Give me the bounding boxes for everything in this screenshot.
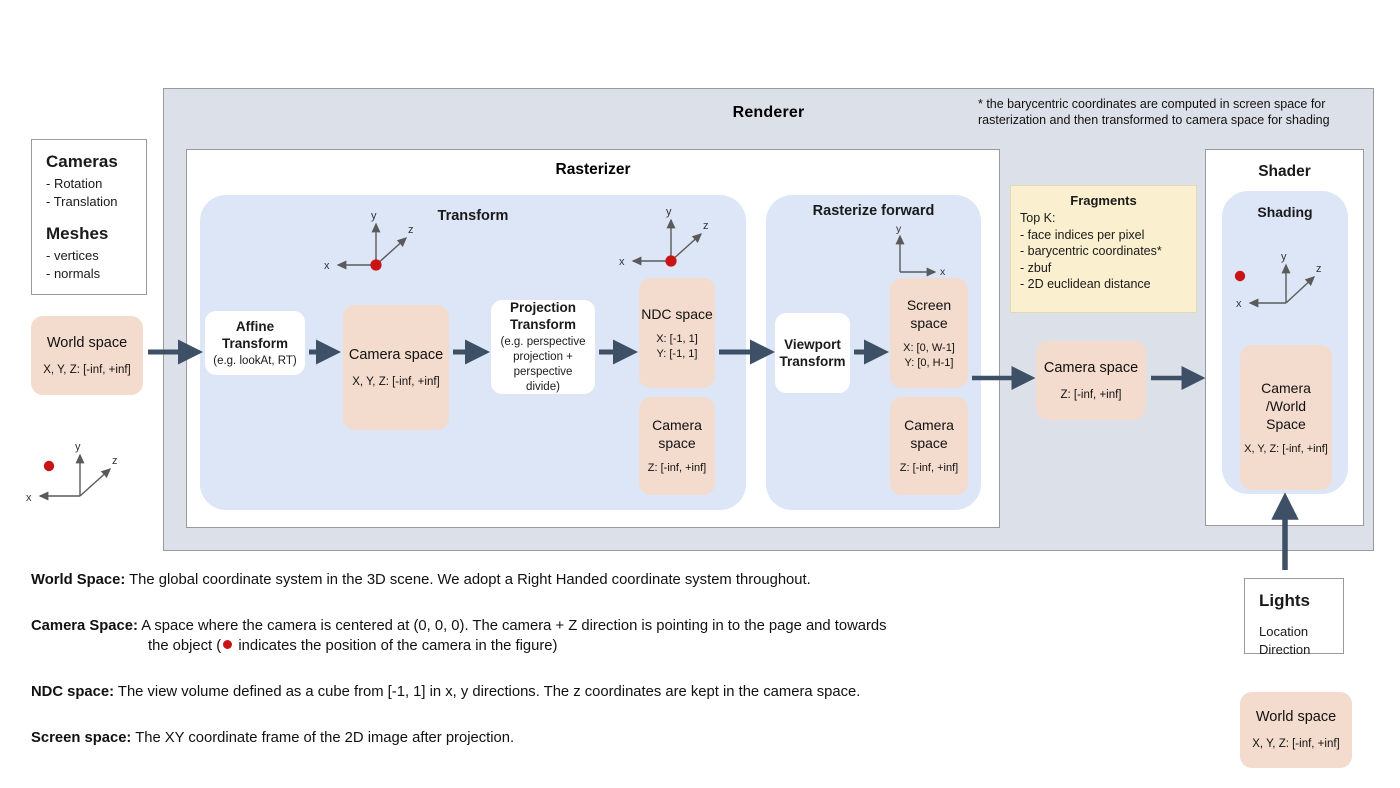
world-space-bottom-range: X, Y, Z: [-inf, +inf] [1252,738,1340,750]
svg-text:x: x [26,492,32,504]
svg-text:x: x [940,266,946,278]
ndc-space-axis-icon: y x z [619,206,709,268]
camera-world-space-title: Camera /World Space [1261,379,1311,432]
legend-text-camera: A space where the camera is centered at … [137,618,887,634]
world-space-bottom-box: World space X, Y, Z: [-inf, +inf] [1240,692,1352,768]
world-space-input-range: X, Y, Z: [-inf, +inf] [43,363,131,376]
lights-item-location: Location [1259,624,1309,639]
rasterizer-title: Rasterizer [555,161,631,178]
svg-text:x: x [324,260,330,272]
projection-transform-head: Projection Transform [509,300,577,332]
legend-camera-line2: the object ( indicates the position of t… [31,636,1171,656]
world-space-input-title: World space [46,334,128,351]
camera-space-range: X, Y, Z: [-inf, +inf] [352,375,440,388]
ndc-space-title: NDC space [641,305,713,322]
rasterize-forward-title: Rasterize forward [812,203,935,219]
screen-camera-space-range: Z: [-inf, +inf] [899,462,959,474]
ndc-space-range-y: Y: [-1, 1] [656,347,698,360]
camera-space-axis-icon: y x z [324,210,414,272]
screen-space-box: Screen space X: [0, W-1] Y: [0, H-1] [890,278,968,388]
cameras-item-translation: - Translation [46,194,118,209]
fragments-camera-space-box: Camera space Z: [-inf, +inf] [1036,341,1146,420]
lights-box: Lights Location Direction [1244,578,1344,657]
legend-row-world: World Space: The global coordinate syste… [31,570,1171,590]
legend-row-ndc: NDC space: The view volume defined as a … [31,682,1171,702]
fragments-camera-space-range: Z: [-inf, +inf] [1060,388,1122,401]
svg-text:z: z [703,220,709,232]
meshes-item-vertices: - vertices [46,248,99,263]
camera-world-space-box: Camera /World Space X, Y, Z: [-inf, +inf… [1240,345,1332,490]
cameras-item-rotation: - Rotation [46,176,103,191]
svg-text:y: y [896,223,902,235]
legend-text-screen: The XY coordinate frame of the 2D image … [131,730,515,746]
screen-space-range-x: X: [0, W-1] [903,341,955,354]
viewport-transform-box: Viewport Transform [775,313,850,393]
fragments-camera-space-title: Camera space [1043,359,1139,376]
transform-title: Transform [437,208,509,224]
camera-world-space-range: X, Y, Z: [-inf, +inf] [1244,442,1328,455]
ndc-space-box: NDC space X: [-1, 1] Y: [-1, 1] [639,278,715,388]
lights-item-direction: Direction [1259,642,1311,657]
ndc-space-range-x: X: [-1, 1] [656,332,698,345]
meshes-title: Meshes [46,224,109,243]
inputs-box: Cameras - Rotation - Translation Meshes … [31,139,147,295]
legend-row-screen: Screen space: The XY coordinate frame of… [31,728,1171,748]
shader-title: Shader [1258,163,1311,180]
svg-text:x: x [619,256,625,268]
legend-row-camera: Camera Space: A space where the camera i… [31,616,1171,656]
legend-term-ndc: NDC space: [31,684,115,700]
svg-text:y: y [1281,251,1287,263]
screen-camera-space-title: Camera space [904,417,954,451]
barycentric-footnote: * the barycentric coordinates are comput… [978,97,1330,127]
legend-camera-line2-after: indicates the position of the camera in … [234,638,558,654]
camera-space-box-transform: Camera space X, Y, Z: [-inf, +inf] [343,305,449,430]
screen-camera-space-box: Camera space Z: [-inf, +inf] [890,397,968,495]
legend-term-world: World Space: [31,572,126,588]
shading-title: Shading [1257,204,1313,220]
fragments-lead: Top K: [1020,211,1056,225]
lights-title: Lights [1259,591,1310,610]
screen-space-range-y: Y: [0, H-1] [904,356,954,369]
svg-text:y: y [666,206,672,218]
ndc-camera-space-title: Camera space [652,417,702,451]
screen-space-axis-icon: y x [895,223,946,278]
svg-text:z: z [112,455,118,467]
legend: World Space: The global coordinate syste… [31,570,1171,748]
svg-text:x: x [1236,298,1242,310]
cameras-title: Cameras [46,152,118,171]
fragments-item-zbuf: - zbuf [1020,260,1052,275]
legend-term-screen: Screen space: [31,730,132,746]
fragments-title: Fragments [1070,193,1137,208]
projection-transform-sub: (e.g. perspective projection + perspecti… [500,336,586,393]
ndc-camera-space-box: Camera space Z: [-inf, +inf] [639,397,715,495]
affine-transform-head: Affine Transform [221,318,289,351]
svg-text:y: y [371,210,377,222]
legend-text-world: The global coordinate system in the 3D s… [125,572,811,588]
meshes-item-normals: - normals [46,266,101,281]
affine-transform-box: Affine Transform (e.g. lookAt, RT) [205,311,305,375]
camera-dot-icon [223,640,233,649]
world-space-axis-icon: y x z [26,441,118,504]
viewport-transform-head: Viewport Transform [779,337,846,369]
svg-text:z: z [1316,263,1322,275]
screen-space-title: Screen space [906,296,952,331]
camera-space-title: Camera space [348,346,444,363]
legend-camera-line2-before: the object ( [148,638,222,654]
affine-transform-sub: (e.g. lookAt, RT) [213,354,297,367]
fragments-box: Fragments Top K: - face indices per pixe… [1010,185,1197,313]
svg-text:z: z [408,224,414,236]
ndc-camera-space-range: Z: [-inf, +inf] [647,462,707,474]
projection-transform-box: Projection Transform (e.g. perspective p… [491,300,595,394]
world-space-input-box: World space X, Y, Z: [-inf, +inf] [31,316,143,395]
svg-text:y: y [75,441,81,453]
legend-text-ndc: The view volume defined as a cube from [… [114,684,861,700]
fragments-item-face-indices: - face indices per pixel [1020,227,1145,242]
renderer-title: Renderer [732,104,805,121]
shading-space-axis-icon: y x z [1234,251,1322,310]
world-space-bottom-title: World space [1255,709,1337,725]
legend-term-camera: Camera Space: [31,618,138,634]
fragments-item-barycentric: - barycentric coordinates* [1020,244,1162,258]
fragments-item-distance: - 2D euclidean distance [1020,277,1151,291]
